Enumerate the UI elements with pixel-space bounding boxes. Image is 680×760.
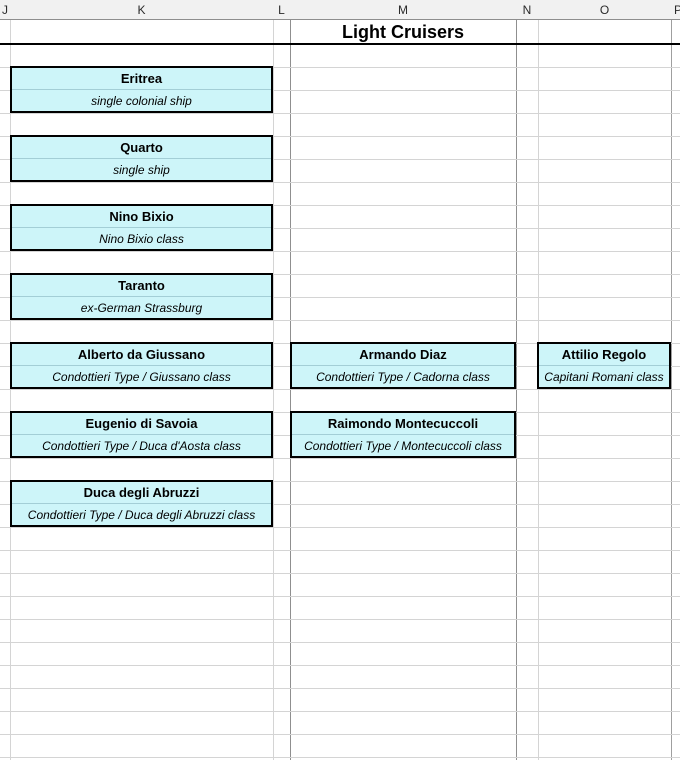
ship-name: Taranto	[12, 275, 271, 297]
gridline	[290, 20, 291, 760]
column-header-l[interactable]: L	[278, 3, 285, 17]
ship-box-armando-diaz[interactable]: Armando Diaz Condottieri Type / Cadorna …	[290, 342, 516, 389]
ship-class: ex-German Strassburg	[80, 300, 203, 315]
gridline	[0, 573, 680, 574]
gridline	[0, 159, 680, 160]
ship-box-raimondo-montecuccoli[interactable]: Raimondo Montecuccoli Condottieri Type /…	[290, 411, 516, 458]
gridline	[0, 596, 680, 597]
ship-class: Condottieri Type / Montecuccoli class	[304, 438, 502, 453]
gridline	[0, 688, 680, 689]
gridline	[538, 20, 539, 760]
ship-class: Condottieri Type / Duca degli Abruzzi cl…	[27, 507, 256, 522]
ship-class: Nino Bixio class	[99, 231, 184, 246]
gridline	[0, 228, 680, 229]
column-header-k[interactable]: K	[137, 3, 146, 17]
column-header-p[interactable]: P	[673, 3, 680, 17]
ship-class: single colonial ship	[91, 93, 192, 108]
gridline	[0, 504, 680, 505]
gridline	[0, 251, 680, 252]
gridline	[10, 20, 11, 760]
gridline	[0, 619, 680, 620]
gridline	[0, 113, 680, 114]
gridline	[0, 205, 680, 206]
gridline	[516, 20, 517, 760]
column-header-row: J K L M N O P	[0, 0, 680, 20]
column-header-o[interactable]: O	[599, 3, 610, 17]
ship-class: Capitani Romani class	[544, 369, 664, 384]
gridline	[0, 297, 680, 298]
gridline	[0, 182, 680, 183]
ship-box-quarto[interactable]: Quarto single ship	[10, 135, 273, 182]
gridline	[0, 711, 680, 712]
gridline	[0, 527, 680, 528]
gridline	[0, 320, 680, 321]
ship-box-eritrea[interactable]: Eritrea single colonial ship	[10, 66, 273, 113]
ship-name: Alberto da Giussano	[12, 344, 271, 366]
ship-name: Eritrea	[12, 68, 271, 90]
gridline	[273, 20, 274, 760]
title-row-bottom-border	[0, 43, 680, 45]
gridline	[0, 136, 680, 137]
gridline	[0, 389, 680, 390]
column-header-n[interactable]: N	[522, 3, 532, 17]
ship-class: Condottieri Type / Cadorna class	[316, 369, 490, 384]
ship-class: Condottieri Type / Giussano class	[52, 369, 231, 384]
ship-class: single ship	[113, 162, 170, 177]
ship-box-duca-degli-abruzzi[interactable]: Duca degli Abruzzi Condottieri Type / Du…	[10, 480, 273, 527]
gridline	[0, 665, 680, 666]
ship-box-attilio-regolo[interactable]: Attilio Regolo Capitani Romani class	[537, 342, 671, 389]
gridline	[0, 90, 680, 91]
column-header-j[interactable]: J	[2, 3, 8, 17]
ship-box-nino-bixio[interactable]: Nino Bixio Nino Bixio class	[10, 204, 273, 251]
gridline	[0, 481, 680, 482]
ship-name: Eugenio di Savoia	[12, 413, 271, 435]
gridline	[0, 642, 680, 643]
ship-name: Attilio Regolo	[539, 344, 669, 366]
gridline	[0, 550, 680, 551]
gridline	[0, 458, 680, 459]
ship-class: Condottieri Type / Duca d'Aosta class	[42, 438, 241, 453]
ship-name: Quarto	[12, 137, 271, 159]
ship-name: Duca degli Abruzzi	[12, 482, 271, 504]
ship-name: Nino Bixio	[12, 206, 271, 228]
gridline	[671, 20, 672, 760]
gridline	[0, 734, 680, 735]
ship-name: Armando Diaz	[292, 344, 514, 366]
ship-box-eugenio-di-savoia[interactable]: Eugenio di Savoia Condottieri Type / Duc…	[10, 411, 273, 458]
ship-name: Raimondo Montecuccoli	[292, 413, 514, 435]
ship-box-alberto-da-giussano[interactable]: Alberto da Giussano Condottieri Type / G…	[10, 342, 273, 389]
gridline	[0, 67, 680, 68]
sheet-title[interactable]: Light Cruisers	[341, 21, 465, 42]
gridline	[0, 274, 680, 275]
column-header-m[interactable]: M	[398, 3, 408, 17]
gridline	[0, 757, 680, 758]
ship-box-taranto[interactable]: Taranto ex-German Strassburg	[10, 273, 273, 320]
